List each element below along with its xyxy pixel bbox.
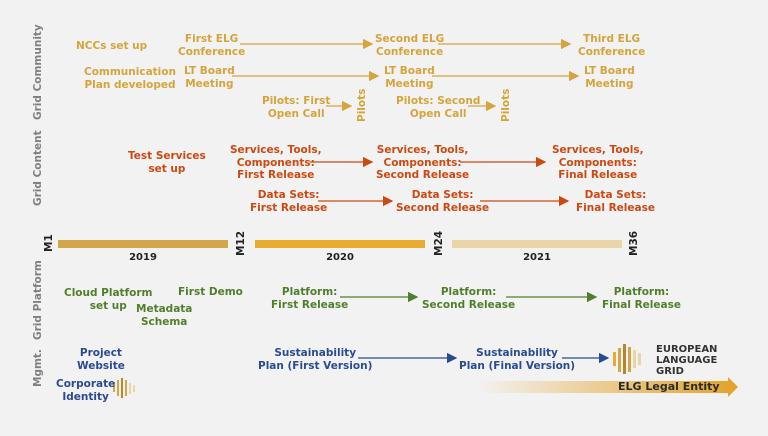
timeline-bar-2021	[452, 240, 622, 248]
pilots-2: Pilots	[500, 88, 512, 122]
corporate-identity-logo	[113, 378, 135, 398]
datasets-release-1: Data Sets: First Release	[250, 189, 328, 214]
sustainability-plan-1: Sustainability Plan (First Version)	[258, 347, 373, 372]
test-services: Test Services set up	[128, 150, 206, 175]
elg-conference-1: First ELG Conference	[178, 33, 246, 58]
platform-release-1: Platform: First Release	[271, 286, 349, 311]
lt-board-3: LT Board Meeting	[584, 65, 635, 90]
pilots-open-call-2: Pilots: Second Open Call	[396, 95, 481, 120]
milestone-m1: M1	[43, 234, 55, 252]
lt-board-2: LT Board Meeting	[384, 65, 435, 90]
elg-logo-text: EUROPEAN LANGUAGE GRID	[656, 344, 718, 377]
milestone-m36: M36	[628, 230, 640, 256]
elg-conference-2: Second ELG Conference	[375, 33, 445, 58]
datasets-release-2: Data Sets: Second Release	[396, 189, 490, 214]
services-release-1: Services, Tools, Components: First Relea…	[230, 144, 322, 181]
elg-logo-mark	[613, 344, 641, 374]
platform-release-3: Platform: Final Release	[602, 286, 681, 311]
pilots-1: Pilots	[356, 88, 368, 122]
first-demo: First Demo	[178, 286, 243, 298]
year-label-2019: 2019	[129, 252, 157, 263]
services-release-3: Services, Tools, Components: Final Relea…	[552, 144, 644, 181]
platform-release-2: Platform: Second Release	[422, 286, 516, 311]
timeline-bar-2019	[58, 240, 228, 248]
elg-conference-3: Third ELG Conference	[578, 33, 646, 58]
timeline-bar-2020	[255, 240, 425, 248]
milestone-m12: M12	[235, 230, 247, 256]
year-label-2021: 2021	[523, 252, 551, 263]
legal-entity-arrow	[478, 377, 738, 397]
services-release-2: Services, Tools, Components: Second Rele…	[376, 144, 470, 181]
cloud-platform: Cloud Platform set up	[64, 287, 153, 312]
corporate-identity: Corporate Identity	[56, 378, 116, 403]
metadata-schema: Metadata Schema	[136, 303, 193, 328]
elg-legal-entity: ELG Legal Entity	[618, 380, 720, 393]
communication-plan: Communication Plan developed	[84, 66, 176, 91]
project-website: Project Website	[77, 347, 125, 372]
sustainability-plan-2: Sustainability Plan (Final Version)	[459, 347, 576, 372]
pilots-open-call-1: Pilots: First Open Call	[262, 95, 331, 120]
year-label-2020: 2020	[326, 252, 354, 263]
milestone-m24: M24	[433, 230, 445, 256]
lt-board-1: LT Board Meeting	[184, 65, 235, 90]
datasets-release-3: Data Sets: Final Release	[576, 189, 655, 214]
nccs-set-up: NCCs set up	[76, 40, 148, 52]
